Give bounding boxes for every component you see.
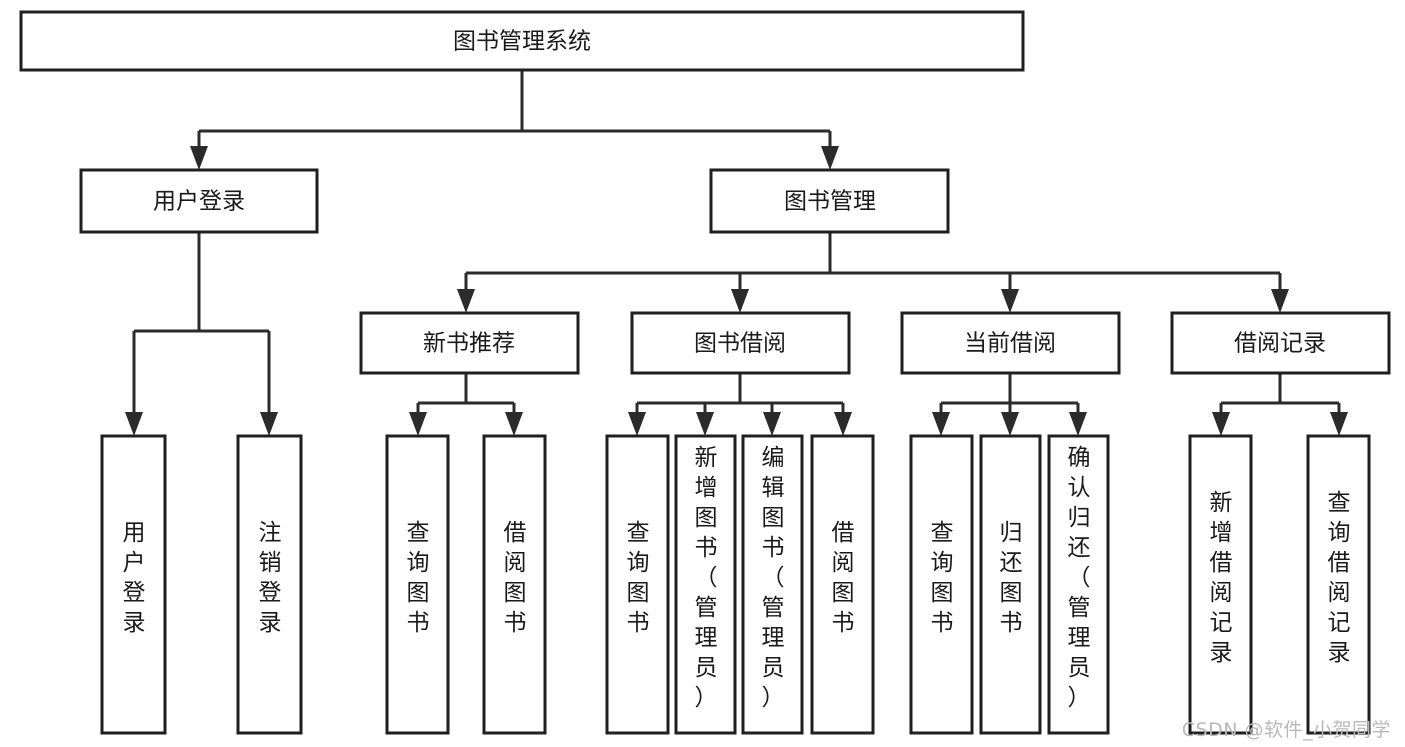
node-leaf-borrow-book-1-box[interactable] bbox=[482, 434, 547, 735]
node-leaf-borrow-book-1-label: 借阅图书 bbox=[504, 520, 527, 636]
arrow-head-user-login bbox=[190, 146, 208, 170]
node-current-borrow-label: 当前借阅 bbox=[964, 331, 1056, 357]
node-leaf-query-book-2[interactable]: 查询图书 bbox=[605, 434, 670, 735]
node-user-login[interactable]: 用户登录 bbox=[79, 168, 319, 234]
node-new-book-recommend[interactable]: 新书推荐 bbox=[359, 311, 580, 375]
node-leaf-query-record-label: 查询借阅记录 bbox=[1328, 490, 1351, 666]
node-leaf-confirm-return-box[interactable] bbox=[1047, 434, 1110, 735]
node-leaf-add-book-box[interactable] bbox=[674, 434, 737, 735]
arrow-head-book-borrow bbox=[731, 289, 749, 313]
arrow-head-leaf-borrow-book-2 bbox=[834, 412, 852, 436]
node-leaf-query-book-1-box[interactable] bbox=[385, 434, 450, 735]
node-leaf-user-login[interactable]: 用户登录 bbox=[100, 434, 167, 735]
node-leaf-query-book-1-label: 查询图书 bbox=[407, 520, 430, 636]
node-leaf-confirm-return-label: 确认归还（管理员） bbox=[1068, 445, 1091, 711]
node-leaf-return-book[interactable]: 归还图书 bbox=[979, 434, 1042, 735]
arrow-head-leaf-confirm-return bbox=[1069, 412, 1087, 436]
node-new-book-recommend-label: 新书推荐 bbox=[423, 331, 515, 357]
node-leaf-query-book-2-label: 查询图书 bbox=[627, 520, 650, 636]
node-leaf-borrow-book-2-box[interactable] bbox=[810, 434, 875, 735]
node-user-login-label: 用户登录 bbox=[153, 189, 245, 215]
connector-layer bbox=[125, 70, 1348, 436]
node-leaf-edit-book[interactable]: 编辑图书（管理员） bbox=[741, 434, 804, 735]
node-current-borrow[interactable]: 当前借阅 bbox=[900, 311, 1121, 375]
arrow-head-borrow-record bbox=[1271, 289, 1289, 313]
node-leaf-query-record[interactable]: 查询借阅记录 bbox=[1306, 434, 1371, 735]
node-leaf-query-book-3[interactable]: 查询图书 bbox=[909, 434, 974, 735]
node-leaf-logout-login-box[interactable] bbox=[236, 434, 303, 735]
arrow-head-new-book-recommend bbox=[457, 289, 475, 313]
node-leaf-query-book-3-box[interactable] bbox=[909, 434, 974, 735]
arrow-head-leaf-edit-book bbox=[763, 412, 781, 436]
arrow-head-current-borrow bbox=[1001, 289, 1019, 313]
node-current-borrow-box[interactable] bbox=[900, 311, 1121, 375]
arrow-head-leaf-add-record bbox=[1212, 412, 1230, 436]
node-leaf-edit-book-box[interactable] bbox=[741, 434, 804, 735]
node-leaf-return-book-box[interactable] bbox=[979, 434, 1042, 735]
node-leaf-user-login-box[interactable] bbox=[100, 434, 167, 735]
node-leaf-add-book-label: 新增图书（管理员） bbox=[695, 445, 718, 711]
node-leaf-user-login-label: 用户登录 bbox=[123, 520, 146, 636]
node-leaf-add-record-box[interactable] bbox=[1188, 434, 1253, 735]
node-leaf-borrow-book-2[interactable]: 借阅图书 bbox=[810, 434, 875, 735]
arrow-head-leaf-borrow-book-1 bbox=[505, 412, 523, 436]
node-leaf-borrow-book-1[interactable]: 借阅图书 bbox=[482, 434, 547, 735]
arrow-head-leaf-query-book-3 bbox=[932, 412, 950, 436]
node-book-borrow-label: 图书借阅 bbox=[694, 331, 786, 357]
node-borrow-record-label: 借阅记录 bbox=[1234, 331, 1326, 357]
node-leaf-query-book-3-label: 查询图书 bbox=[931, 520, 954, 636]
node-leaf-add-book[interactable]: 新增图书（管理员） bbox=[674, 434, 737, 735]
node-leaf-query-book-1[interactable]: 查询图书 bbox=[385, 434, 450, 735]
node-book-manage-box[interactable] bbox=[709, 168, 950, 234]
arrow-head-leaf-return-book bbox=[1001, 412, 1019, 436]
node-new-book-recommend-box[interactable] bbox=[359, 311, 580, 375]
node-book-manage-label: 图书管理 bbox=[784, 189, 876, 215]
node-leaf-query-book-2-box[interactable] bbox=[605, 434, 670, 735]
node-root-label: 图书管理系统 bbox=[453, 29, 591, 55]
node-leaf-borrow-book-2-label: 借阅图书 bbox=[832, 520, 855, 636]
node-root-box[interactable] bbox=[19, 10, 1025, 72]
node-leaf-add-record-label: 新增借阅记录 bbox=[1210, 490, 1233, 666]
node-leaf-add-record[interactable]: 新增借阅记录 bbox=[1188, 434, 1253, 735]
node-leaf-return-book-label: 归还图书 bbox=[1000, 520, 1023, 636]
node-user-login-box[interactable] bbox=[79, 168, 319, 234]
arrow-head-leaf-query-book-2 bbox=[628, 412, 646, 436]
arrow-head-leaf-logout-login bbox=[260, 412, 278, 436]
node-leaf-logout-login[interactable]: 注销登录 bbox=[236, 434, 303, 735]
node-book-manage[interactable]: 图书管理 bbox=[709, 168, 950, 234]
arrow-head-leaf-user-login bbox=[125, 412, 143, 436]
arrow-head-leaf-query-book-1 bbox=[409, 412, 427, 436]
node-leaf-logout-login-label: 注销登录 bbox=[259, 520, 282, 636]
node-borrow-record[interactable]: 借阅记录 bbox=[1170, 311, 1391, 375]
node-book-borrow-box[interactable] bbox=[630, 311, 851, 375]
node-borrow-record-box[interactable] bbox=[1170, 311, 1391, 375]
node-leaf-confirm-return[interactable]: 确认归还（管理员） bbox=[1047, 434, 1110, 735]
leaf-nodes-layer: 用户登录 注销登录 查询图书 借阅图书 查询图书 新增图书（管理员） bbox=[100, 434, 1371, 735]
node-leaf-edit-book-label: 编辑图书（管理员） bbox=[762, 445, 785, 711]
arrow-head-leaf-query-record bbox=[1330, 412, 1348, 436]
arrow-head-leaf-add-book bbox=[696, 412, 714, 436]
node-leaf-query-record-box[interactable] bbox=[1306, 434, 1371, 735]
arrow-head-book-manage bbox=[821, 146, 839, 170]
node-root[interactable]: 图书管理系统 bbox=[19, 10, 1025, 72]
node-book-borrow[interactable]: 图书借阅 bbox=[630, 311, 851, 375]
